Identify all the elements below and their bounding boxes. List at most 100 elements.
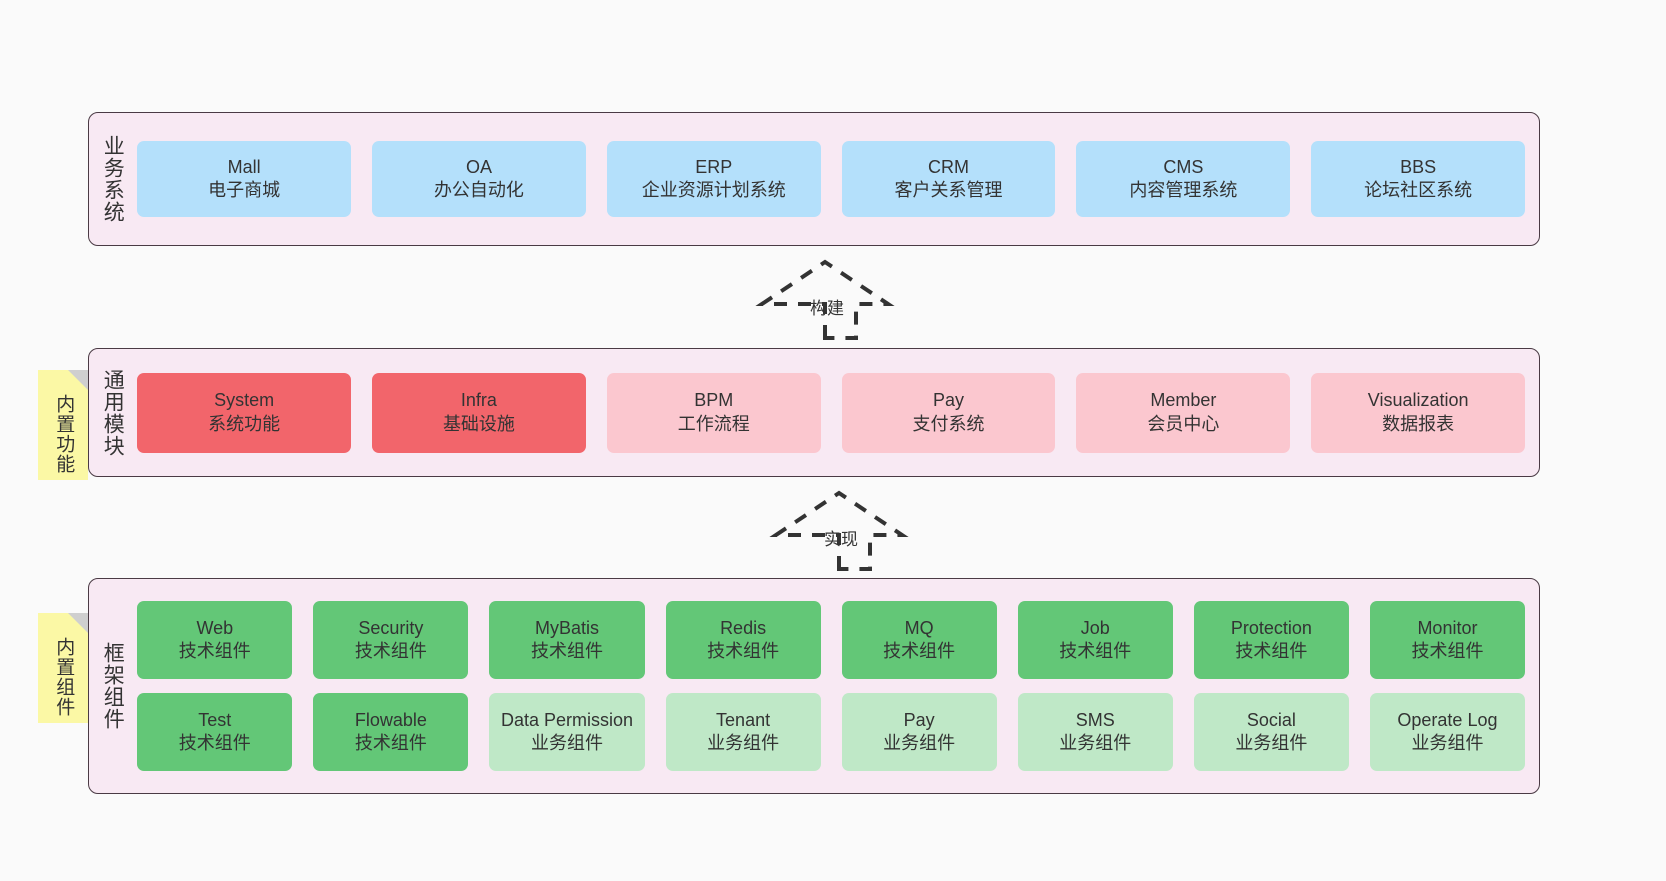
node-subtitle: 业务组件 [1059,733,1132,753]
layer-common-modules: 通用模块 System 系统功能 Infra 基础设施 BPM 工作流程 Pay… [88,348,1540,477]
node-security[interactable]: Security 技术组件 [313,601,469,679]
build-arrow-outline [755,259,895,340]
connector-implement-arrow [769,490,909,571]
node-operate-log[interactable]: Operate Log 业务组件 [1369,693,1525,771]
node-subtitle: 业务组件 [530,733,603,753]
node-title: MyBatis [534,617,599,638]
node-title: Visualization [1367,390,1469,411]
node-monitor[interactable]: Monitor 技术组件 [1369,601,1525,679]
layer-title-business-systems: 业务系统 [101,135,125,223]
node-member[interactable]: Member 会员中心 [1076,372,1291,453]
node-mall[interactable]: Mall 电子商城 [137,141,352,217]
layer-framework-components: 框架组件 Web 技术组件 Security 技术组件 MyBatis 技术组件… [88,578,1540,794]
node-test[interactable]: Test 技术组件 [137,693,293,771]
node-title: Security [358,617,424,638]
node-infra[interactable]: Infra 基础设施 [372,372,586,453]
node-title: MQ [904,617,934,638]
node-crm[interactable]: CRM 客户关系管理 [841,141,1056,217]
node-title: Web [196,617,234,638]
node-sms[interactable]: SMS 业务组件 [1017,693,1173,771]
node-subtitle: 支付系统 [912,413,985,434]
node-erp[interactable]: ERP 企业资源计划系统 [606,141,821,217]
node-title: Redis [720,617,767,638]
node-title: Tenant [716,709,771,730]
node-subtitle: 技术组件 [707,641,780,661]
node-subtitle: 基础设施 [442,413,515,434]
node-subtitle: 业务组件 [1411,733,1484,753]
node-title: Operate Log [1397,709,1498,730]
node-title: Job [1080,617,1110,638]
node-system[interactable]: System 系统功能 [137,372,352,453]
node-subtitle: 企业资源计划系统 [641,180,786,200]
note-builtin-features: 内置功能 [38,370,88,480]
node-title: System [214,390,275,411]
node-subtitle: 会员中心 [1147,413,1220,434]
node-subtitle: 业务组件 [707,733,780,753]
note-fold-corner-icon [68,613,88,633]
node-subtitle: 论坛社区系统 [1364,180,1473,200]
node-subtitle: 技术组件 [1235,641,1308,661]
node-title: Mall [227,156,261,177]
node-title: CRM [928,156,970,177]
node-row: Web 技术组件 Security 技术组件 MyBatis 技术组件 Redi… [137,601,1525,679]
node-web[interactable]: Web 技术组件 [137,601,293,679]
node-oa[interactable]: OA 办公自动化 [372,141,586,217]
node-mq[interactable]: MQ 技术组件 [841,601,997,679]
node-subtitle: 技术组件 [883,641,956,661]
node-pay-component[interactable]: Pay 业务组件 [841,693,997,771]
node-subtitle: 技术组件 [178,733,251,753]
node-subtitle: 技术组件 [354,733,427,753]
node-title: Monitor [1417,617,1478,638]
node-title: Member [1150,390,1217,411]
layer-title-common-modules: 通用模块 [101,368,125,457]
node-title: Protection [1230,617,1312,638]
layer-business-systems: 业务系统 Mall 电子商城 OA 办公自动化 ERP 企业资源计划系统 CRM… [88,112,1540,246]
node-title: Pay [903,709,935,730]
node-subtitle: 工作流程 [677,413,750,434]
node-protection[interactable]: Protection 技术组件 [1193,601,1349,679]
node-title: BBS [1400,156,1437,177]
node-title: Infra [460,390,497,411]
node-title: SMS [1075,709,1115,730]
node-subtitle: 技术组件 [354,641,427,661]
node-pay-module[interactable]: Pay 支付系统 [841,372,1056,453]
note-label: 内置组件 [53,637,75,717]
implement-arrow-outline [769,490,909,571]
node-subtitle: 业务组件 [1235,733,1308,753]
node-title: Social [1246,709,1296,730]
node-subtitle: 数据报表 [1382,413,1455,434]
node-bbs[interactable]: BBS 论坛社区系统 [1311,141,1526,217]
node-subtitle: 技术组件 [1411,641,1484,661]
node-visualization[interactable]: Visualization 数据报表 [1311,372,1526,453]
layer-body-framework-components: Web 技术组件 Security 技术组件 MyBatis 技术组件 Redi… [133,579,1539,793]
node-subtitle: 业务组件 [883,733,956,753]
node-social[interactable]: Social 业务组件 [1193,693,1349,771]
node-title: BPM [694,390,734,411]
node-title: ERP [695,156,733,177]
node-data-permission[interactable]: Data Permission 业务组件 [489,693,645,771]
note-label: 内置功能 [53,394,75,474]
layer-body-common-modules: System 系统功能 Infra 基础设施 BPM 工作流程 Pay 支付系统… [133,349,1539,476]
node-flowable[interactable]: Flowable 技术组件 [313,693,469,771]
node-redis[interactable]: Redis 技术组件 [665,601,821,679]
node-subtitle: 办公自动化 [433,180,524,200]
node-subtitle: 技术组件 [1059,641,1132,661]
node-job[interactable]: Job 技术组件 [1017,601,1173,679]
node-cms[interactable]: CMS 内容管理系统 [1076,141,1291,217]
node-subtitle: 电子商城 [208,180,281,200]
layer-body-business-systems: Mall 电子商城 OA 办公自动化 ERP 企业资源计划系统 CRM 客户关系… [133,113,1539,245]
node-title: Pay [933,390,965,411]
note-builtin-components: 内置组件 [38,613,88,723]
node-bpm[interactable]: BPM 工作流程 [606,372,821,453]
node-subtitle: 技术组件 [178,641,251,661]
node-title: Test [198,709,232,730]
node-title: Data Permission [500,709,633,730]
note-fold-corner-icon [68,370,88,390]
layer-title-framework-components: 框架组件 [101,642,125,730]
node-mybatis[interactable]: MyBatis 技术组件 [489,601,645,679]
node-row: Test 技术组件 Flowable 技术组件 Data Permission … [137,693,1525,771]
node-subtitle: 技术组件 [530,641,603,661]
node-subtitle: 内容管理系统 [1129,180,1238,200]
node-tenant[interactable]: Tenant 业务组件 [665,693,821,771]
